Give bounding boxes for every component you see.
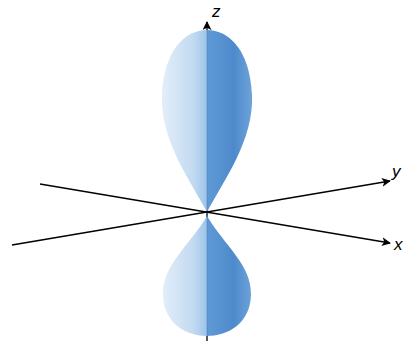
axis-label: y	[392, 163, 401, 181]
axis-label: x	[394, 236, 403, 254]
y-axis	[12, 181, 390, 245]
axis-label: z	[212, 3, 221, 21]
x-axis	[40, 184, 390, 243]
lobe-shading-edge	[207, 30, 208, 336]
